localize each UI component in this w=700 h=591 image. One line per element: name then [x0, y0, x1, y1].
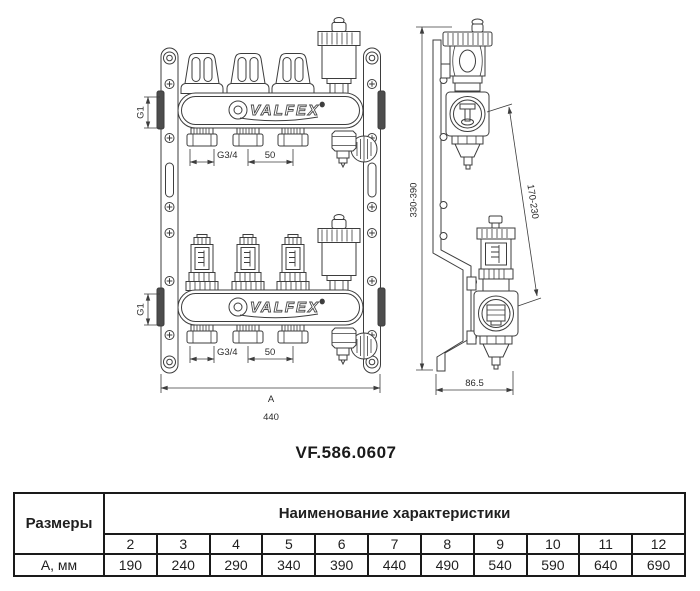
side-valve-bottom [466, 215, 519, 370]
dim-50-top: 50 [265, 150, 276, 161]
dim-height-range: 330-390 [409, 183, 420, 218]
flow-meter [231, 234, 265, 291]
side-dimensions: 330-390 170-230 86.5 [409, 26, 542, 395]
table-cell: 10 [525, 533, 581, 555]
dim-depth-range: 170-230 [524, 184, 540, 220]
table-cell: 640 [578, 553, 634, 577]
dim-g1-top: G1 [136, 106, 147, 119]
model-number: VF.586.0607 [296, 443, 397, 462]
dim-width-letter: A [268, 394, 275, 405]
outlet-port [277, 324, 309, 344]
outlet-port [232, 324, 264, 344]
table-cell: 690 [631, 553, 686, 577]
table-col-header: Наименование характеристики [103, 492, 686, 535]
dim-width-value: 440 [263, 412, 279, 423]
manifold-drawing-svg: VALFEX ® VALFEX ® [136, 17, 542, 462]
outlet-port [186, 127, 218, 147]
dim-g34-bottom: G3/4 [217, 347, 238, 358]
flow-meter [185, 234, 219, 291]
left-mounting-bracket [156, 47, 179, 374]
table-cell: 7 [367, 533, 422, 555]
table-cell: 540 [472, 553, 528, 577]
table-cell: 440 [367, 553, 422, 577]
table-cell: 390 [314, 553, 370, 577]
table-cell: 12 [631, 533, 686, 555]
front-view: VALFEX ® VALFEX ® [136, 17, 386, 423]
table-cell: 4 [208, 533, 264, 555]
logo-text: VALFEX [250, 102, 320, 119]
table-cell: 9 [472, 533, 528, 555]
return-manifold: VALFEX ® [177, 214, 378, 365]
valve-knob [226, 53, 270, 94]
right-mounting-bracket [363, 47, 386, 374]
table-row-header: Размеры [13, 492, 105, 555]
table-cell: 290 [208, 553, 264, 577]
dim-g34-top: G3/4 [217, 150, 238, 161]
valve-knob [271, 53, 315, 94]
brand-logo: VALFEX ® [228, 100, 326, 122]
brand-logo: VALFEX ® [228, 297, 326, 319]
supply-manifold: VALFEX ® [177, 17, 378, 168]
table-cell: 490 [419, 553, 475, 577]
table-cell: 590 [525, 553, 581, 577]
table-cell: 11 [578, 533, 634, 555]
table-cell: 3 [155, 533, 211, 555]
table-cell: 340 [261, 553, 317, 577]
dim-g1-bottom: G1 [136, 303, 147, 316]
registered-mark: ® [320, 102, 325, 109]
side-valve-top [440, 18, 493, 170]
a-dimension-row: А, мм 190 240 290 340 390 440 490 540 59… [13, 553, 686, 577]
table-cell: 240 [155, 553, 211, 577]
outlet-port [186, 324, 218, 344]
table-cell: 6 [314, 533, 370, 555]
registered-mark: ® [320, 299, 325, 306]
air-vent [317, 214, 361, 291]
air-vent [317, 17, 361, 94]
outlet-count-row: 2 3 4 5 6 7 8 9 10 11 12 [14, 533, 686, 555]
spec-table: Размеры Наименование характеристики 2 3 … [13, 492, 686, 577]
table-cell: 8 [419, 533, 475, 555]
table-cell: 5 [261, 533, 317, 555]
logo-text: VALFEX [250, 299, 320, 316]
table-row-label: А, мм [13, 553, 105, 577]
flow-meter [276, 234, 310, 291]
valve-knob [180, 53, 224, 94]
dim-50-bottom: 50 [265, 347, 276, 358]
front-dimensions: G1 G1 G3/4 50 G3/4 50 A 440 [136, 96, 381, 423]
outlet-port [277, 127, 309, 147]
technical-drawing: VALFEX ® VALFEX ® [136, 17, 542, 462]
table-cell: 2 [103, 533, 158, 555]
outlet-port [232, 127, 264, 147]
side-view: 330-390 170-230 86.5 [409, 18, 542, 395]
dim-base-depth: 86.5 [465, 378, 484, 389]
table-cell: 190 [103, 553, 158, 577]
